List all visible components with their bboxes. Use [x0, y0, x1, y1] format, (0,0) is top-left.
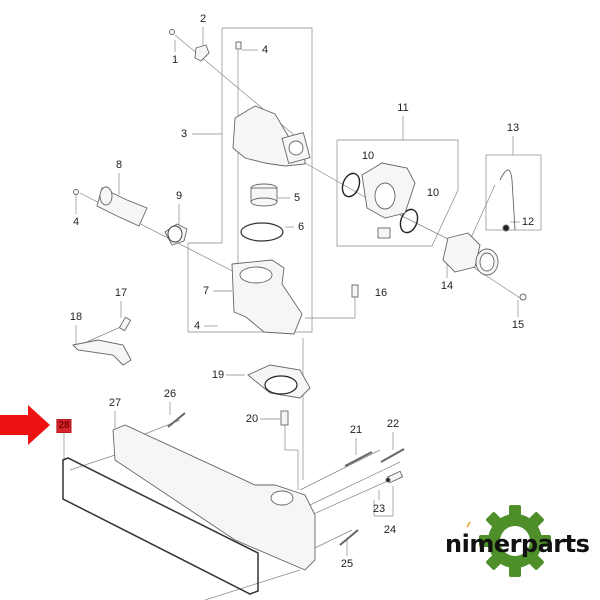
part-callout-5[interactable]: 5: [293, 192, 301, 204]
nimerparts-logo: nimerparts: [440, 505, 590, 585]
part-callout-20[interactable]: 20: [245, 413, 259, 425]
part-callout-8[interactable]: 8: [115, 159, 123, 171]
part-callout-4[interactable]: 4: [261, 44, 269, 56]
part-callout-13[interactable]: 13: [506, 122, 520, 134]
part-callout-28[interactable]: 28: [56, 419, 72, 433]
part-callout-14[interactable]: 14: [440, 280, 454, 292]
part-callout-4[interactable]: 4: [72, 216, 80, 228]
part-callout-7[interactable]: 7: [202, 285, 210, 297]
part-callout-9[interactable]: 9: [175, 190, 183, 202]
part-callout-25[interactable]: 25: [340, 558, 354, 570]
logo-text: nimerparts: [445, 530, 590, 558]
part-callout-2[interactable]: 2: [199, 13, 207, 25]
part-callout-10[interactable]: 10: [426, 187, 440, 199]
part-callout-24[interactable]: 24: [383, 524, 397, 536]
part-callout-15[interactable]: 15: [511, 319, 525, 331]
part-callout-23[interactable]: 23: [372, 503, 386, 515]
part-callout-22[interactable]: 22: [386, 418, 400, 430]
part-callout-19[interactable]: 19: [211, 369, 225, 381]
highlight-arrow: [0, 405, 50, 445]
part-callout-27[interactable]: 27: [108, 397, 122, 409]
part-callout-16[interactable]: 16: [374, 287, 388, 299]
part-callout-12[interactable]: 12: [521, 216, 535, 228]
gear-icon: [466, 505, 551, 577]
part-callout-3[interactable]: 3: [180, 128, 188, 140]
part-callout-21[interactable]: 21: [349, 424, 363, 436]
part-callout-4[interactable]: 4: [193, 320, 201, 332]
part-callout-10[interactable]: 10: [361, 150, 375, 162]
part-callout-6[interactable]: 6: [297, 221, 305, 233]
part-callout-26[interactable]: 26: [163, 388, 177, 400]
parts-shapes: [62, 29, 527, 595]
part-callout-18[interactable]: 18: [69, 311, 83, 323]
part-callout-1[interactable]: 1: [171, 54, 179, 66]
part-callout-11[interactable]: 11: [397, 102, 409, 114]
part-callout-17[interactable]: 17: [114, 287, 128, 299]
